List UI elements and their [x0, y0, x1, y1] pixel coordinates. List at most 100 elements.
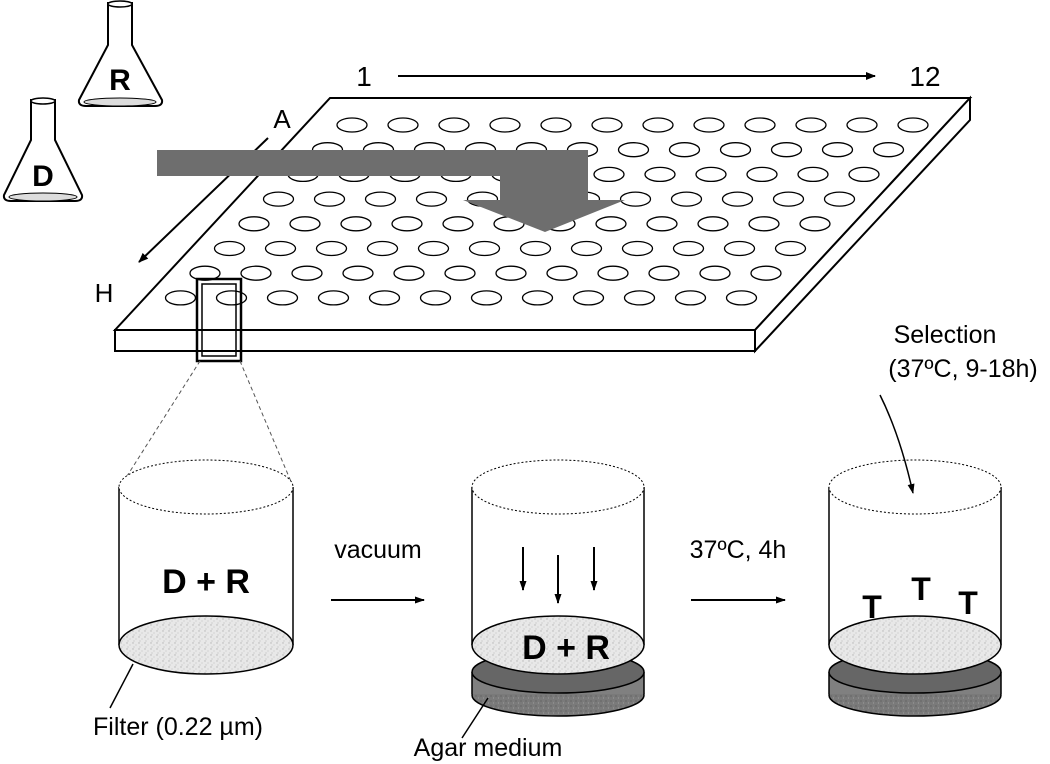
plate-well	[266, 290, 299, 306]
selection-label-line1: Selection	[894, 321, 997, 349]
plate-well	[393, 265, 425, 281]
plate-well	[746, 166, 778, 183]
incubation-label: 37ºC, 4h	[690, 536, 787, 564]
plate-well	[340, 216, 372, 232]
plate-well	[164, 290, 197, 306]
plate-well	[213, 240, 246, 257]
filter-pointer	[109, 663, 134, 709]
plate-well	[795, 117, 827, 133]
plate-well	[540, 117, 572, 133]
plate-well	[289, 216, 321, 232]
plate-well	[823, 191, 856, 207]
plate-well	[387, 117, 419, 133]
plate-well	[570, 240, 603, 257]
plate-well	[313, 191, 346, 207]
plate-well	[546, 265, 578, 281]
plate-well	[336, 117, 368, 133]
plate-well	[442, 216, 474, 232]
plate-well	[291, 265, 323, 281]
plate-well	[750, 265, 782, 281]
cylinder-vacuum: D + R	[471, 459, 645, 717]
plate-well	[597, 265, 629, 281]
plate-well	[489, 117, 521, 133]
selection-arrow	[879, 394, 915, 494]
plate-well	[342, 265, 374, 281]
plate-well	[772, 191, 805, 207]
plate-well	[238, 216, 270, 232]
plate-well	[317, 290, 350, 306]
plate-well	[438, 117, 470, 133]
filter-label: Filter (0.22 µm)	[93, 713, 263, 741]
transconjugant-2: T	[911, 571, 931, 607]
plate-well	[519, 240, 552, 257]
plate-well	[621, 240, 654, 257]
plate-well	[593, 166, 625, 183]
plate-well	[725, 290, 758, 306]
plate-well	[623, 290, 656, 306]
flask-r-label: R	[109, 64, 131, 97]
plate-well	[644, 166, 676, 183]
plate-well	[846, 117, 878, 133]
plate-well	[470, 290, 503, 306]
plate-well	[697, 216, 729, 232]
agar-pointer	[461, 697, 489, 739]
flask-d-label: D	[32, 160, 54, 193]
plate-well	[648, 265, 680, 281]
transconjugant-3: T	[958, 585, 978, 621]
filter-disc	[118, 615, 294, 675]
plate-well	[262, 191, 295, 207]
row-first-label: A	[273, 104, 291, 134]
plate-well	[417, 240, 450, 257]
plate-well	[419, 290, 452, 306]
plate-well	[315, 240, 348, 257]
plate-well	[591, 117, 623, 133]
flask-recipient: R	[77, 0, 164, 107]
plate-well	[748, 216, 780, 232]
plate-well	[797, 166, 829, 183]
cylinder-selection: T T T	[828, 459, 1002, 717]
plate-well	[468, 240, 501, 257]
plate-well	[872, 142, 905, 158]
plate-well	[444, 265, 476, 281]
dispense-flow-arrow	[157, 150, 625, 232]
selection-label-line2: (37ºC, 9-18h)	[888, 355, 1037, 383]
plate-well	[699, 265, 731, 281]
plate-well	[774, 240, 807, 257]
flask-donor: D	[2, 97, 84, 202]
plate-well	[695, 166, 727, 183]
column-last-label: 12	[909, 61, 940, 92]
plate-wells	[164, 117, 929, 306]
plate-well	[595, 216, 627, 232]
plate-well	[215, 290, 248, 306]
plate-well	[495, 265, 527, 281]
cylinder2-content: D + R	[522, 629, 610, 667]
plate-well	[721, 191, 754, 207]
plate-well	[672, 240, 705, 257]
plate-well	[264, 240, 297, 257]
plate-well	[364, 191, 397, 207]
column-direction: 1 12	[356, 61, 940, 92]
plate-well	[646, 216, 678, 232]
plate-well	[744, 117, 776, 133]
plate-well	[619, 191, 652, 207]
plate-well	[719, 142, 752, 158]
plate-well	[821, 142, 854, 158]
plate-well	[366, 240, 399, 257]
plate-well	[668, 142, 701, 158]
cylinder1-content: D + R	[162, 563, 250, 601]
plate-well	[572, 290, 605, 306]
plate-well	[617, 142, 650, 158]
vacuum-label: vacuum	[334, 536, 422, 564]
plate-well	[723, 240, 756, 257]
plate-well	[693, 117, 725, 133]
plate-well	[391, 216, 423, 232]
plate-well	[897, 117, 929, 133]
plate-well	[240, 265, 272, 281]
plate-well	[642, 117, 674, 133]
plate-well	[674, 290, 707, 306]
plate-well	[670, 191, 703, 207]
selected-well-highlight	[121, 277, 293, 485]
plate-well	[848, 166, 880, 183]
cylinder-mixing: D + R	[118, 459, 294, 675]
